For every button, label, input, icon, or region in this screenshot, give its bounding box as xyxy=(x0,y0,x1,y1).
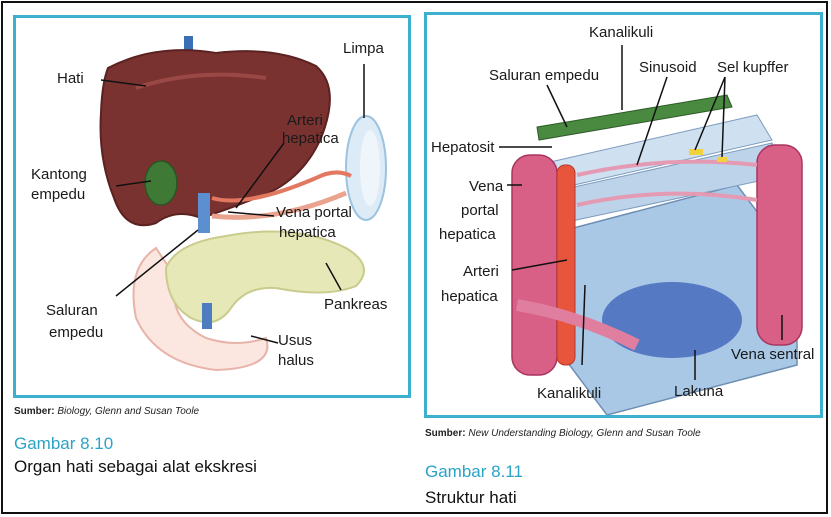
portal-vein-column xyxy=(512,155,557,375)
spleen-inner xyxy=(360,130,380,206)
label-arteri: Arteri xyxy=(287,112,323,129)
label-saluran-empedu: empedu xyxy=(49,324,103,341)
label-arteri-hepatica: hepatica xyxy=(441,288,498,305)
source-left-prefix: Sumber: xyxy=(14,406,55,417)
hepatic-artery-column xyxy=(557,165,575,365)
figure-right-number: Gambar 8.11 xyxy=(425,462,523,482)
label-vena-sentral: Vena sentral xyxy=(731,346,814,363)
source-right-text: New Understanding Biology, Glenn and Sus… xyxy=(468,428,700,439)
label-vena-portal-hepatica: hepatica xyxy=(279,224,336,241)
label-hati: Hati xyxy=(57,70,84,87)
label-sel-kupffer: Sel kupffer xyxy=(717,59,788,76)
label-kanalikuli-bottom: Kanalikuli xyxy=(537,385,601,402)
leader-saluran-empedu xyxy=(547,85,567,127)
figure-right-caption: Struktur hati xyxy=(425,488,517,508)
label-arteri-hepatica: hepatica xyxy=(282,130,339,147)
lakuna-shape xyxy=(602,282,742,358)
label-sinusoid: Sinusoid xyxy=(639,59,697,76)
label-usus: Usus xyxy=(278,332,312,349)
figure-left-panel: Hati Limpa Arteri hepatica Kantong emped… xyxy=(13,15,411,398)
central-vein-column xyxy=(757,145,802,345)
label-lakuna: Lakuna xyxy=(674,383,723,400)
label-arteri: Arteri xyxy=(463,263,499,280)
label-vena-hepatica: hepatica xyxy=(439,226,496,243)
label-pankreas: Pankreas xyxy=(324,296,387,313)
figure-left-caption: Organ hati sebagai alat ekskresi xyxy=(14,457,257,477)
label-vena: Vena xyxy=(469,178,503,195)
label-limpa: Limpa xyxy=(343,40,384,57)
source-left-text: Biology, Glenn and Susan Toole xyxy=(57,406,199,417)
portal-vein xyxy=(198,193,210,233)
label-saluran-empedu: Saluran empedu xyxy=(489,67,599,84)
label-halus: halus xyxy=(278,352,314,369)
label-vena-portal: Vena portal xyxy=(276,204,352,221)
label-portal: portal xyxy=(461,202,499,219)
label-kantong-empedu: empedu xyxy=(31,186,85,203)
source-right: Sumber: New Understanding Biology, Glenn… xyxy=(425,428,701,439)
label-kantong: Kantong xyxy=(31,166,87,183)
kupffer-cell-2 xyxy=(717,157,727,162)
duct-lower xyxy=(202,303,212,329)
label-hepatosit: Hepatosit xyxy=(431,139,494,156)
label-saluran: Saluran xyxy=(46,302,98,319)
figure-right-panel: Kanalikuli Saluran empedu Sinusoid Sel k… xyxy=(424,12,823,418)
kupffer-cell-1 xyxy=(689,149,703,155)
figure-left-number: Gambar 8.10 xyxy=(14,434,113,454)
label-kanalikuli-top: Kanalikuli xyxy=(589,24,653,41)
gallbladder-shape xyxy=(145,161,177,205)
source-left: Sumber: Biology, Glenn and Susan Toole xyxy=(14,406,199,417)
source-right-prefix: Sumber: xyxy=(425,428,466,439)
